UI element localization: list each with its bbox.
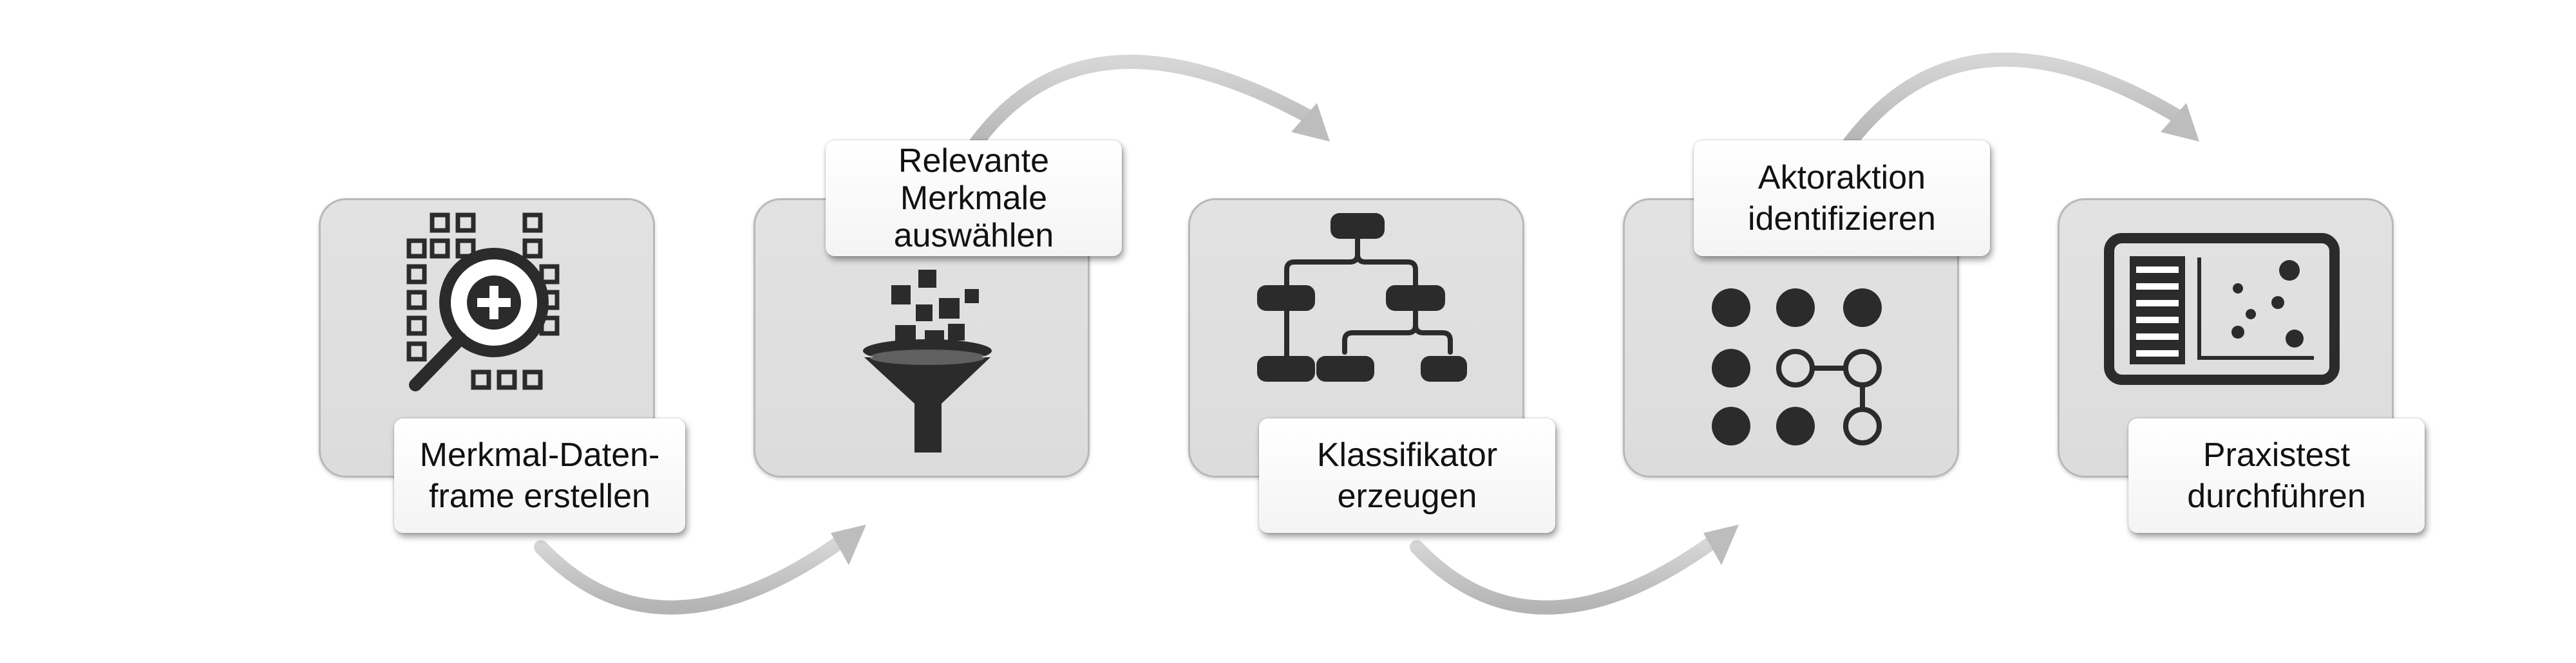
- step-label-4-line-2: identifizieren: [1748, 200, 1936, 238]
- step-label-1-line-1: Merkmal-Daten-: [419, 436, 660, 474]
- decision-tree-icon: [1257, 213, 1467, 382]
- step-label-2-line-1: Relevante: [898, 142, 1050, 180]
- step-label-1: Merkmal-Daten- frame erstellen: [394, 418, 685, 533]
- step-label-4-line-1: Aktoraktion: [1757, 159, 1926, 196]
- step-label-1-line-2: frame erstellen: [429, 478, 650, 515]
- arrow-3-to-4: [1410, 537, 1717, 615]
- step-label-3-line-1: Klassifikator: [1316, 436, 1498, 474]
- arrow-1-to-2-head: [831, 525, 866, 565]
- arrow-2-to-3: [965, 55, 1314, 155]
- step-label-5-line-2: durchführen: [2187, 478, 2366, 515]
- arrow-2-to-3-head: [1291, 103, 1330, 142]
- data-frame-search-icon: [406, 212, 560, 391]
- node-grid-icon: [1712, 288, 1882, 445]
- arrow-3-to-4-head: [1703, 525, 1739, 565]
- step-label-4: Aktoraktion identifizieren: [1694, 140, 1990, 256]
- step-label-2-line-3: auswählen: [893, 217, 1054, 254]
- step-label-2: Relevante Merkmale auswählen: [826, 140, 1122, 256]
- dashboard-tablet-icon: [2104, 233, 2340, 385]
- step-label-5-line-1: Praxistest: [2202, 436, 2351, 474]
- step-label-3: Klassifikator erzeugen: [1259, 418, 1555, 533]
- step-label-3-line-2: erzeugen: [1337, 478, 1477, 515]
- arrow-4-to-5: [1841, 52, 2184, 152]
- arrow-1-to-2: [534, 537, 844, 615]
- step-label-5: Praxistest durchführen: [2128, 418, 2425, 533]
- arrow-4-to-5-head: [2161, 103, 2199, 142]
- step-label-2-line-2: Merkmale: [900, 180, 1048, 217]
- funnel-filter-icon: [863, 270, 992, 453]
